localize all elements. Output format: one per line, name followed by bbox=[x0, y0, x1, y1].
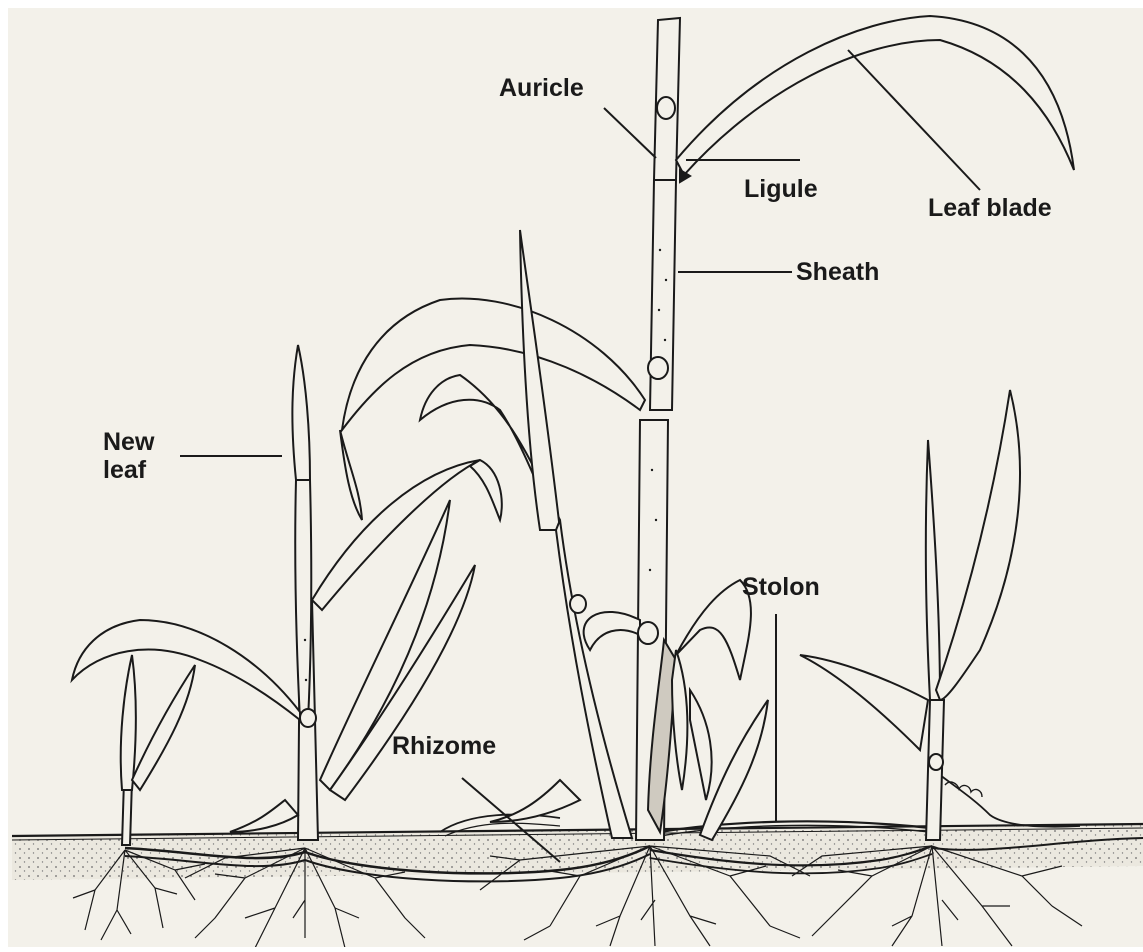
label-rhizome: Rhizome bbox=[392, 732, 496, 760]
label-new-leaf-line-2: leaf bbox=[103, 456, 154, 484]
label-new-leaf-line-1: New bbox=[103, 428, 154, 456]
paper-background bbox=[8, 8, 1143, 947]
label-ligule: Ligule bbox=[744, 175, 818, 203]
label-leaf-blade: Leaf blade bbox=[928, 194, 1052, 222]
label-auricle: Auricle bbox=[499, 74, 584, 102]
label-new-leaf: New leaf bbox=[103, 428, 154, 484]
label-sheath: Sheath bbox=[796, 258, 879, 286]
label-stolon: Stolon bbox=[742, 573, 820, 601]
